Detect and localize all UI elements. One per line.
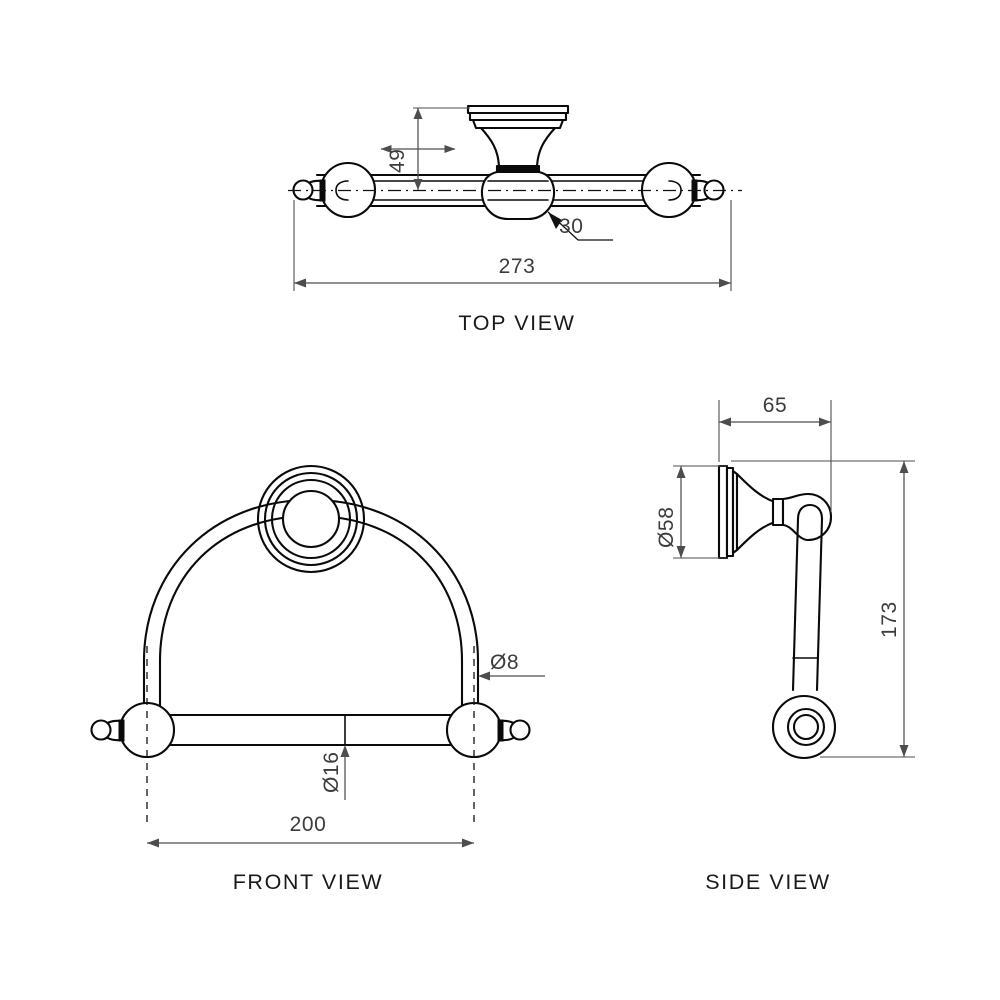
dim-side-d58: Ø58 [655, 466, 686, 558]
front-left-finial [90, 701, 176, 759]
dim-label-d58: Ø58 [655, 507, 678, 549]
view-top: 49 30 273 TOP VIEW [288, 104, 742, 335]
dim-top-273: 273 [293, 200, 732, 291]
dim-label-173: 173 [878, 601, 901, 638]
dim-label-200: 200 [290, 813, 327, 836]
side-arm [791, 503, 824, 692]
dim-label-d16: Ø16 [320, 752, 343, 794]
side-wall-plate [717, 464, 785, 560]
dim-label-273: 273 [499, 255, 536, 278]
dim-label-d8: Ø8 [490, 651, 519, 674]
dim-label-65: 65 [763, 394, 788, 417]
dim-side-65: 65 [719, 394, 831, 427]
view-front: Ø8 Ø16 200 FRONT VIEW [90, 464, 545, 894]
dim-label-49: 49 [386, 148, 409, 173]
view-label-front: FRONT VIEW [233, 870, 384, 894]
dim-top-30: 30 [547, 211, 613, 241]
view-side: 65 Ø58 173 SIDE VIEW [655, 394, 915, 894]
dim-front-200: 200 [147, 813, 474, 848]
dim-front-d8: Ø8 [478, 651, 545, 681]
front-right-finial [445, 701, 531, 759]
top-left-finial [292, 161, 377, 219]
front-cross-bar [163, 713, 460, 747]
dim-label-30: 30 [559, 215, 584, 238]
front-rosette [256, 464, 366, 574]
dim-top-49: 49 [380, 107, 470, 190]
view-label-top: TOP VIEW [458, 311, 575, 335]
top-wall-rose [466, 104, 570, 176]
dim-front-d16: Ø16 [320, 745, 350, 800]
view-label-side: SIDE VIEW [705, 870, 831, 894]
dim-side-173: 173 [878, 461, 909, 757]
side-boss [781, 492, 833, 542]
side-ring-eye [771, 694, 837, 760]
front-ring [142, 498, 480, 724]
top-center-boss [480, 170, 556, 221]
